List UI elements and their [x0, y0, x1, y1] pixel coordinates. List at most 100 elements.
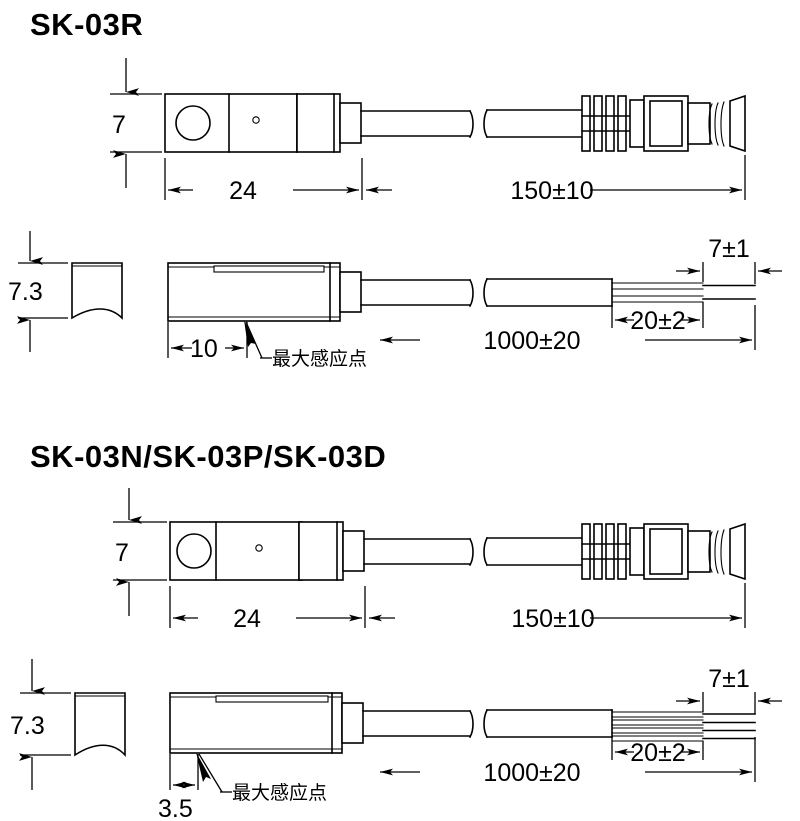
connector-thread-3: [720, 529, 725, 575]
connector-tip: [729, 522, 746, 581]
fig1-dim-cable-long: 1000±20: [380, 305, 756, 355]
fig1-dim-wire-split: 20±2: [611, 302, 704, 335]
cable-break-left: [468, 278, 474, 308]
cable-right-segment: [486, 278, 613, 307]
conductor-1-outline: [611, 282, 704, 290]
figure-1-title: SK-03R: [30, 7, 143, 42]
cable-right-segment: [486, 709, 613, 738]
cable-break-right: [483, 708, 489, 739]
cable-gland-side: [339, 271, 362, 313]
end-face-profile: [74, 692, 126, 758]
dim-label-wire-split: 20±2: [630, 739, 685, 767]
fig2-top-view: 7 24 150±10: [113, 488, 746, 633]
connector-nut-inner: [649, 100, 683, 147]
cable-right-segment: [486, 109, 583, 138]
dim-label-cable-long: 1000±20: [483, 327, 580, 355]
figure-sk-03r: 7 24 150±10: [8, 7, 782, 370]
connector-rib-1: [581, 523, 591, 580]
connector-thread-3: [720, 101, 725, 147]
dim-label-wire-split: 20±2: [630, 307, 685, 335]
connector-rib-2: [593, 95, 603, 152]
connector-rib-3: [605, 95, 615, 152]
connector-rib-crossbar: [581, 115, 631, 132]
figure-sk-03n-p-d: 7 24 150±10: [10, 439, 782, 821]
dim-label-height: 7: [115, 539, 129, 567]
body-slot: [213, 265, 325, 273]
dim-label-thickness: 7.3: [8, 278, 43, 306]
fig2-dim-body-length: 24: [169, 586, 366, 633]
cable-break-right: [483, 277, 489, 308]
dim-label-sensing-offset: 3.5: [158, 795, 193, 821]
sensor-body-side: [169, 692, 343, 754]
end-face-profile: [71, 262, 123, 320]
fig2-dim-cable-long: 1000±20: [380, 737, 756, 787]
connector-thread-1: [708, 531, 713, 573]
connector-thread-1: [708, 103, 713, 145]
conductor-group: [611, 711, 756, 742]
mounting-hole-icon: [176, 533, 212, 569]
fig2-dim-cable-length: 150±10: [369, 583, 746, 633]
body-rear-section: [298, 521, 344, 581]
cable-left-segment: [360, 279, 471, 306]
connector-rib-4: [617, 95, 627, 152]
cable-gland-side: [341, 702, 364, 744]
cable-gland: [339, 102, 362, 144]
led-indicator-icon: [255, 544, 263, 552]
conductor-3-outline: [611, 727, 704, 734]
cable-right-segment: [486, 537, 583, 566]
connector-rib-2: [593, 523, 603, 580]
leader-arrowhead: [196, 752, 211, 782]
fig1-dim-cable-length: 150±10: [366, 155, 746, 205]
fig2-dim-sensing-offset: 3.5: [158, 754, 199, 821]
connector-thread-2: [714, 102, 719, 146]
leader-arrowhead: [244, 320, 256, 347]
fig2-dim-height: 7: [113, 488, 167, 616]
dim-label-body-length: 24: [233, 605, 261, 633]
body-slot: [215, 695, 329, 703]
dim-label-cable-long: 1000±20: [483, 759, 580, 787]
cable-break-left: [468, 109, 474, 139]
connector-assembly: [581, 522, 746, 581]
fig1-dim-height: 7: [110, 58, 162, 188]
fig1-annotation-max-sensing-point: 最大感应点: [244, 320, 367, 370]
conductor-2-outline: [611, 719, 704, 726]
connector-rib-4: [617, 523, 627, 580]
fig1-top-view: 7 24 150±10: [110, 58, 746, 205]
conductor-4-outline: [611, 735, 704, 742]
cable-break-right: [483, 536, 489, 567]
fig1-dim-thickness: 7.3: [8, 231, 68, 352]
dim-label-wire-strip: 7±1: [708, 665, 750, 693]
connector-tip: [729, 94, 746, 153]
sensor-body-side: [167, 262, 341, 322]
annotation-max-sensing-point-label: 最大感应点: [272, 348, 367, 370]
dim-label-thickness: 7.3: [10, 712, 45, 740]
conductor-group: [611, 282, 756, 303]
connector-rib-3: [605, 523, 615, 580]
cable-gland: [342, 530, 365, 572]
cable-left-segment: [360, 110, 471, 137]
connector-thread-body: [687, 102, 711, 145]
fig2-dim-wire-split: 20±2: [611, 737, 704, 767]
fig1-dim-body-length: 24: [164, 158, 363, 205]
connector-thread-2: [714, 530, 719, 574]
dim-label-wire-strip: 7±1: [708, 235, 750, 263]
fig2-side-view: 7.3 3.5 最大感应点: [10, 659, 782, 821]
fig2-dim-thickness: 7.3: [10, 659, 71, 790]
cable-break-left: [468, 537, 474, 567]
leader-line: [198, 753, 223, 793]
dim-label-cable-length: 150±10: [510, 177, 593, 205]
connector-nut-inner: [649, 528, 683, 575]
connector-thread-body: [687, 530, 711, 573]
figure-2-title: SK-03N/SK-03P/SK-03D: [30, 439, 386, 474]
connector-collar: [629, 527, 645, 576]
conductor-2-outline: [611, 295, 704, 303]
cable-left-segment: [362, 710, 471, 737]
dim-label-sensing-offset: 10: [190, 335, 218, 363]
conductor-1-outline: [611, 711, 704, 718]
connector-rib-crossbar: [581, 543, 631, 560]
fig2-dim-wire-strip: 7±1: [676, 665, 782, 714]
dim-label-height: 7: [112, 111, 126, 139]
dim-label-cable-length: 150±10: [511, 605, 594, 633]
